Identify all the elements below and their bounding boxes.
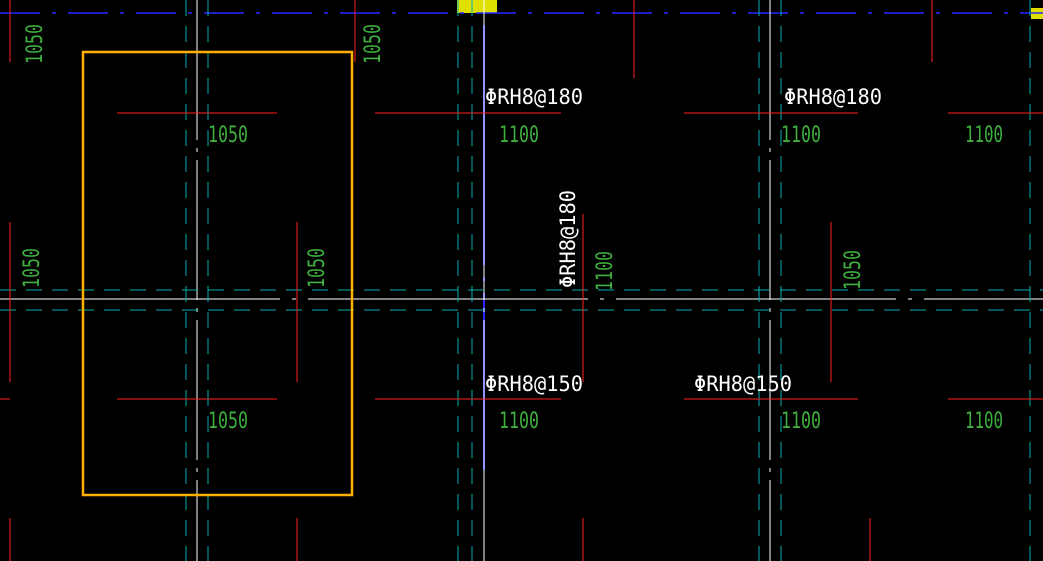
dimension-bay1-bottom: 1050	[208, 409, 248, 434]
dimension-bay2-top: 1100	[499, 123, 539, 148]
dimension-bay1-left-vertical: 1050	[20, 248, 45, 288]
rebar-label-bottom-bay3: ΦRH8@150	[694, 372, 792, 396]
dimension-top-mid-vertical: 1050	[361, 24, 386, 64]
rebar-label-top-bay3: ΦRH8@180	[784, 85, 882, 109]
dimension-bay1-right-vertical: 1050	[305, 248, 330, 288]
dimension-bay2-bottom: 1100	[499, 409, 539, 434]
dimension-bay2-vertical: 1100	[593, 251, 618, 291]
yellow-marker-top	[457, 0, 497, 13]
rebar-label-bottom-bay2: ΦRH8@150	[485, 372, 583, 396]
dimension-top-left-edge: 1050	[23, 24, 48, 64]
rebar-label-top-bay2: ΦRH8@180	[485, 85, 583, 109]
dimension-bay4-bottom: 1100	[965, 409, 1003, 434]
selection-box[interactable]	[81, 50, 354, 497]
dimension-bay4-top: 1100	[965, 123, 1003, 148]
dimension-bay3-vertical: 1050	[841, 250, 866, 290]
dimension-bay1-top: 1050	[208, 123, 248, 148]
rebar-label-vertical-bay2: ΦRH8@180	[556, 190, 580, 288]
dimension-bay3-bottom: 1100	[781, 409, 821, 434]
dimension-bay3-top: 1100	[781, 123, 821, 148]
